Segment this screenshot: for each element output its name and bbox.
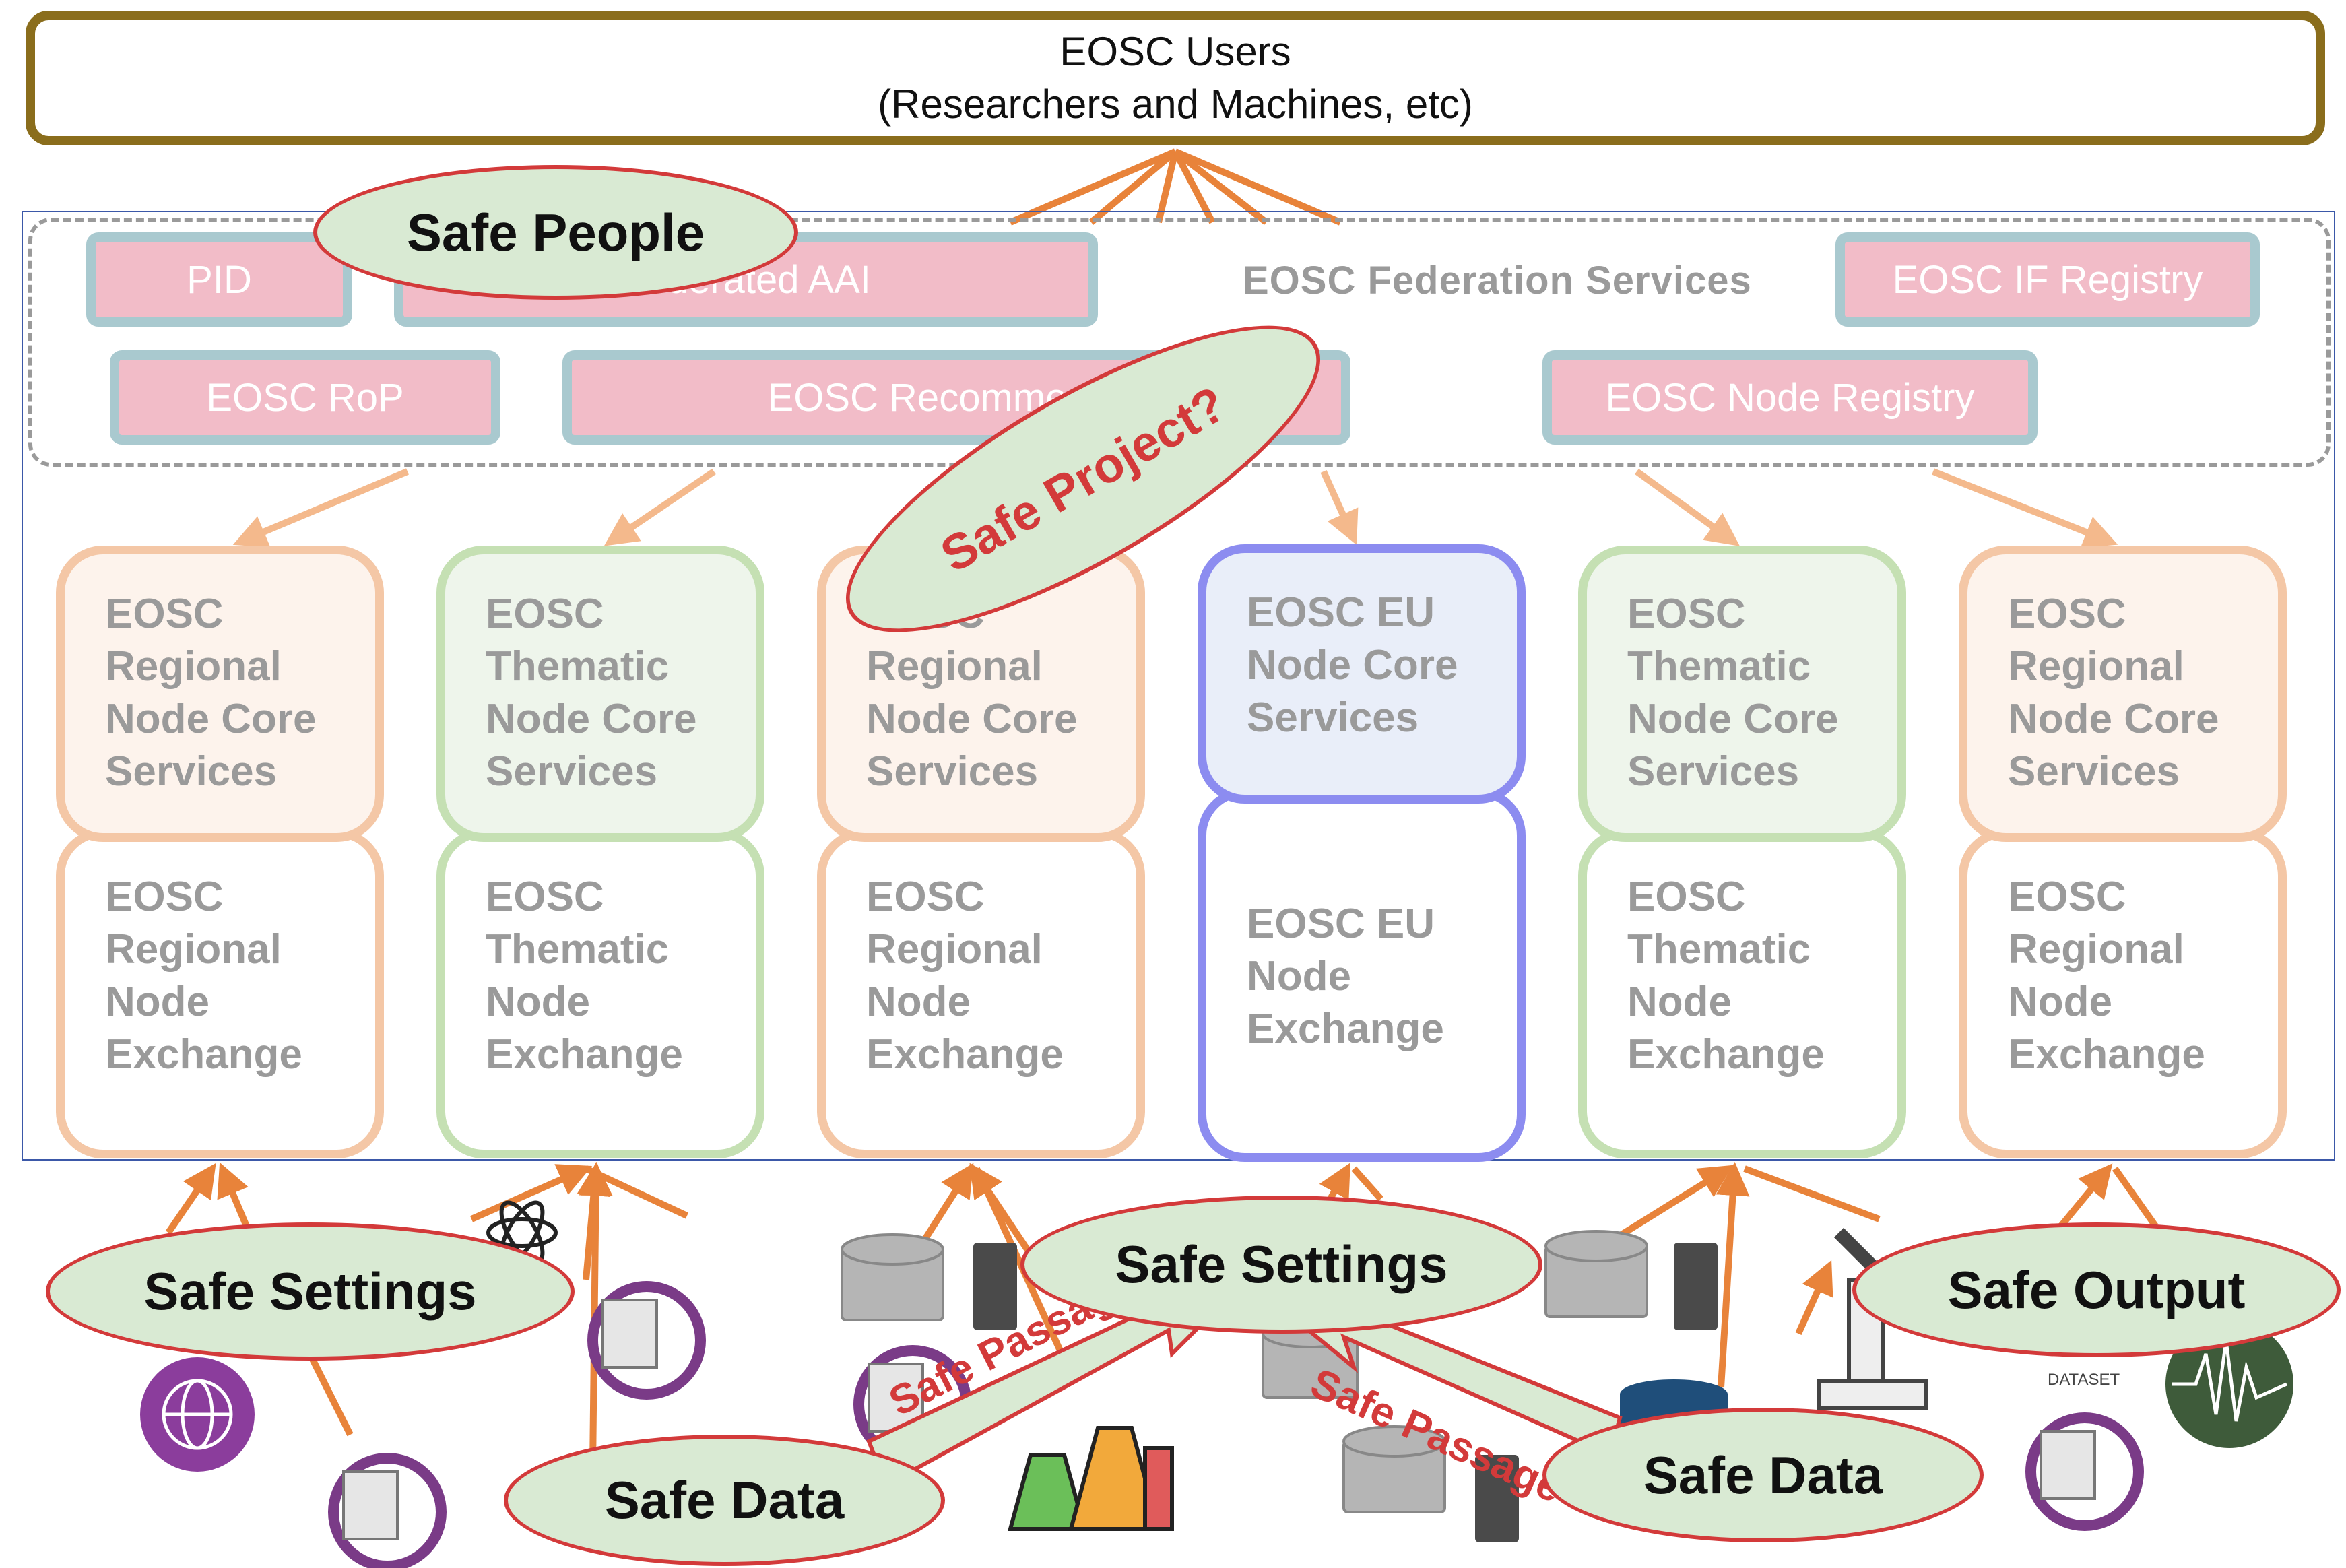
node-core-services: EOSC Regional Node Core Services	[56, 546, 384, 842]
safe-settings-center-ellipse: Safe Settings	[1020, 1196, 1542, 1334]
service-eosc-rop: EOSC RoP	[110, 350, 500, 445]
safe-people-ellipse: Safe People	[313, 165, 798, 300]
node-core-services: EOSC EU Node Core Services	[1198, 544, 1526, 804]
node-exchange: EOSC Thematic Node Exchange	[436, 828, 764, 1158]
safe-data-right-ellipse: Safe Data	[1542, 1408, 1984, 1542]
safe-settings-left-ellipse: Safe Settings	[46, 1222, 575, 1361]
node-core-services: EOSC Thematic Node Core Services	[436, 546, 764, 842]
users-title: EOSC Users	[1060, 29, 1291, 74]
safe-data-left-ellipse: Safe Data	[504, 1435, 945, 1566]
lab-flasks-icon	[1008, 1426, 1174, 1531]
federation-frame	[22, 211, 2335, 1161]
node-exchange: EOSC EU Node Exchange	[1198, 788, 1526, 1162]
federation-title: EOSC Federation Services	[1243, 259, 1752, 302]
service-eosc-node-registry: EOSC Node Registry	[1542, 350, 2038, 445]
users-subtitle: (Researchers and Machines, etc)	[878, 81, 1473, 127]
document-icon	[342, 1299, 2096, 1540]
service-eosc-if-registry: EOSC IF Registry	[1835, 232, 2260, 327]
globe-icon	[140, 1357, 255, 1472]
users-fan-arrows	[1009, 148, 1342, 226]
dataset-label: DATASET	[2048, 1371, 2120, 1389]
safe-output-ellipse: Safe Output	[1852, 1222, 2341, 1357]
server-icon	[973, 1243, 1718, 1542]
node-exchange: EOSC Regional Node Exchange	[56, 828, 384, 1158]
node-exchange: EOSC Regional Node Exchange	[1959, 828, 2287, 1158]
eosc-users-box: EOSC Users (Researchers and Machines, et…	[26, 11, 2325, 145]
federation-node-arrows	[232, 468, 2118, 548]
node-core-services: EOSC Regional Node Core Services	[1959, 546, 2287, 842]
node-core-services: EOSC Thematic Node Core Services	[1578, 546, 1906, 842]
